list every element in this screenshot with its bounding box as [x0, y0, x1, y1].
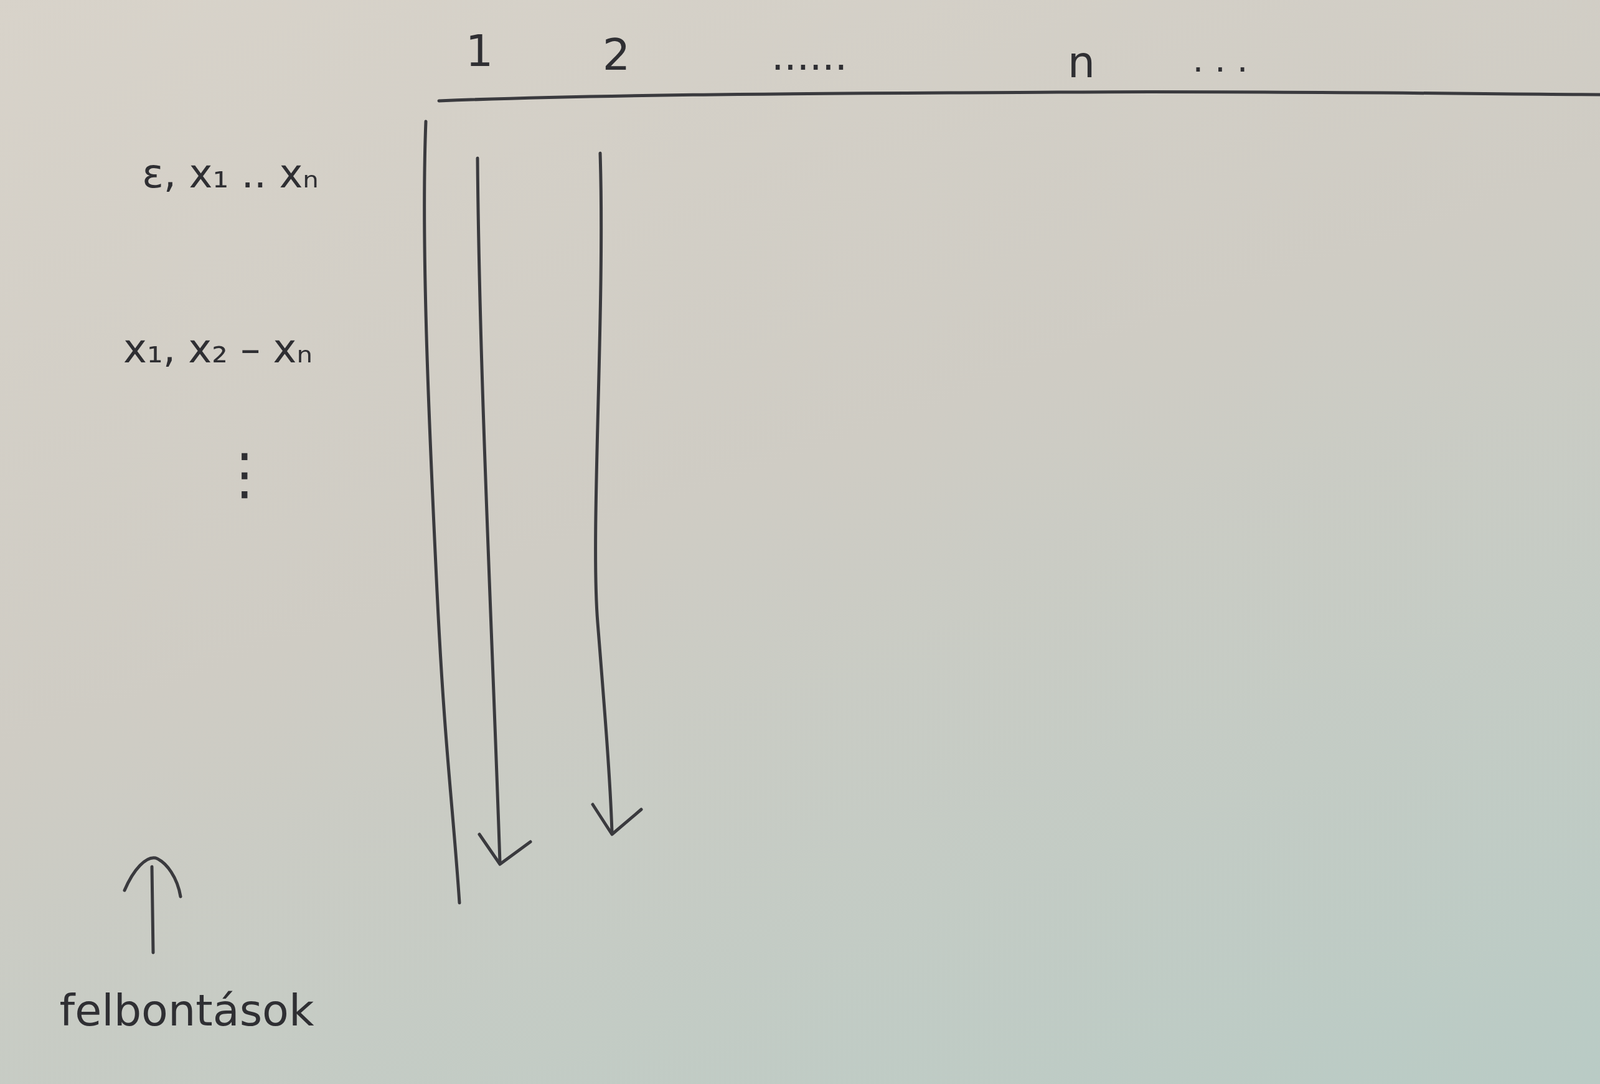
ellipsis: . . . [1192, 40, 1248, 80]
up-arrow [151, 866, 154, 953]
header-rule [438, 91, 1600, 101]
column-arrow [477, 158, 500, 863]
column-number: 1 [465, 27, 494, 76]
column-rule [424, 121, 460, 903]
row-label: x₁, x₂ – xₙ [123, 326, 313, 371]
column-arrow [595, 153, 612, 832]
arrow-head [479, 834, 531, 865]
arrow-head [124, 857, 181, 897]
column-number: 2 [602, 31, 631, 80]
ellipsis: ...... [771, 34, 848, 78]
column-number: n [1067, 38, 1096, 87]
vertical-ellipsis: ⋮ [216, 442, 273, 505]
row-label: ε, x₁ .. xₙ [141, 151, 319, 196]
arrow-head [592, 804, 642, 835]
note: felbontások [59, 986, 315, 1035]
